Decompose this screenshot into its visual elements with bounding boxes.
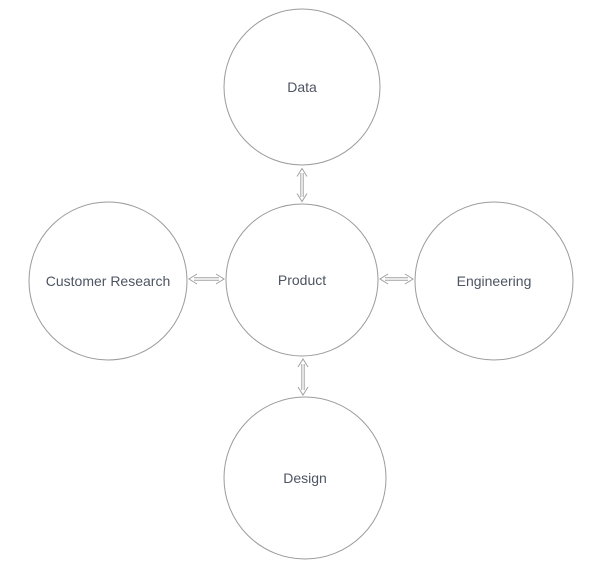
node-design-label: Design [283,470,327,486]
node-customer-research-label: Customer Research [46,273,171,289]
node-engineering-label: Engineering [457,273,532,289]
connector-product-data[interactable] [296,167,308,203]
node-data-circle[interactable] [223,8,381,166]
node-data[interactable]: Data [223,8,381,166]
arrowhead-down-icon [297,386,309,396]
node-product[interactable]: Product [225,203,379,357]
node-design-circle[interactable] [223,396,387,560]
node-customer-research[interactable]: Customer Research [28,201,188,361]
connector-product-engineering[interactable] [379,273,414,285]
arrowhead-left-icon [188,273,198,285]
node-customer-research-circle[interactable] [28,201,188,361]
node-product-circle[interactable] [225,203,379,357]
connector-product-design[interactable] [297,358,309,396]
arrowhead-left-icon [379,273,389,285]
node-engineering[interactable]: Engineering [414,201,574,361]
node-design[interactable]: Design [223,396,387,560]
node-engineering-circle[interactable] [414,201,574,361]
arrowhead-down-icon [296,193,308,203]
node-data-label: Data [287,79,317,95]
arrowhead-right-icon [215,273,225,285]
node-product-label: Product [278,272,326,288]
arrowhead-right-icon [404,273,414,285]
arrowhead-up-icon [297,358,309,368]
arrowhead-up-icon [296,167,308,177]
connector-customer-research-product[interactable] [188,273,225,285]
